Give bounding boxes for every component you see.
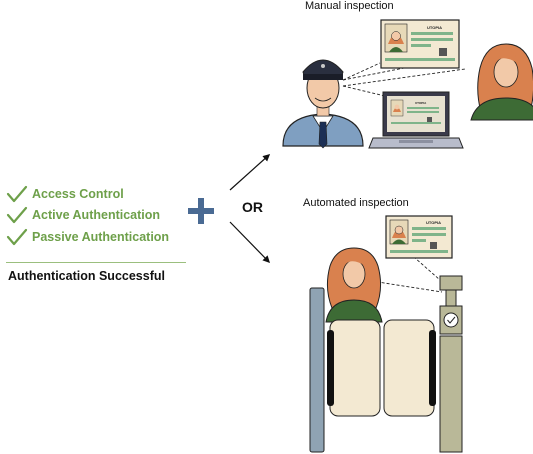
check-icon	[447, 316, 456, 324]
gate-panels	[327, 319, 436, 417]
check-icon	[6, 228, 28, 246]
laptop-document-header: UTOPIA	[415, 101, 427, 105]
arrows	[229, 154, 271, 264]
id-card-header: UTOPIA	[426, 220, 441, 225]
id-card-header: UTOPIA	[427, 25, 442, 30]
result-label: Authentication Successful	[8, 269, 165, 283]
arrow-down-icon	[229, 221, 271, 264]
traveler-icon	[470, 43, 533, 121]
plus-icon	[188, 198, 214, 224]
check-item-active-authentication: Active Authentication	[6, 205, 160, 225]
traveler-icon	[325, 247, 383, 323]
check-label: Access Control	[32, 187, 124, 201]
arrow-up-icon	[229, 154, 271, 191]
check-icon	[6, 206, 28, 224]
divider-line	[6, 262, 186, 263]
automated-inspection-title: Automated inspection	[303, 197, 409, 209]
officer-icon	[282, 59, 364, 149]
check-item-access-control: Access Control	[6, 184, 124, 204]
passport-reader-icon	[439, 275, 463, 453]
id-card-icon: UTOPIA	[380, 19, 460, 69]
gate-rail-left	[309, 287, 325, 453]
manual-inspection-title: Manual inspection	[305, 0, 394, 12]
laptop-icon: UTOPIA	[368, 91, 464, 149]
check-item-passive-authentication: Passive Authentication	[6, 227, 169, 247]
automated-inspection-scene: UTOPIA	[309, 215, 463, 453]
id-card-icon: UTOPIA	[385, 215, 453, 259]
or-label: OR	[242, 199, 263, 215]
check-icon	[6, 185, 28, 203]
check-label: Active Authentication	[32, 208, 161, 222]
check-label: Passive Authentication	[32, 230, 170, 244]
manual-inspection-scene: UTOPIA UTOPIA	[282, 19, 533, 149]
